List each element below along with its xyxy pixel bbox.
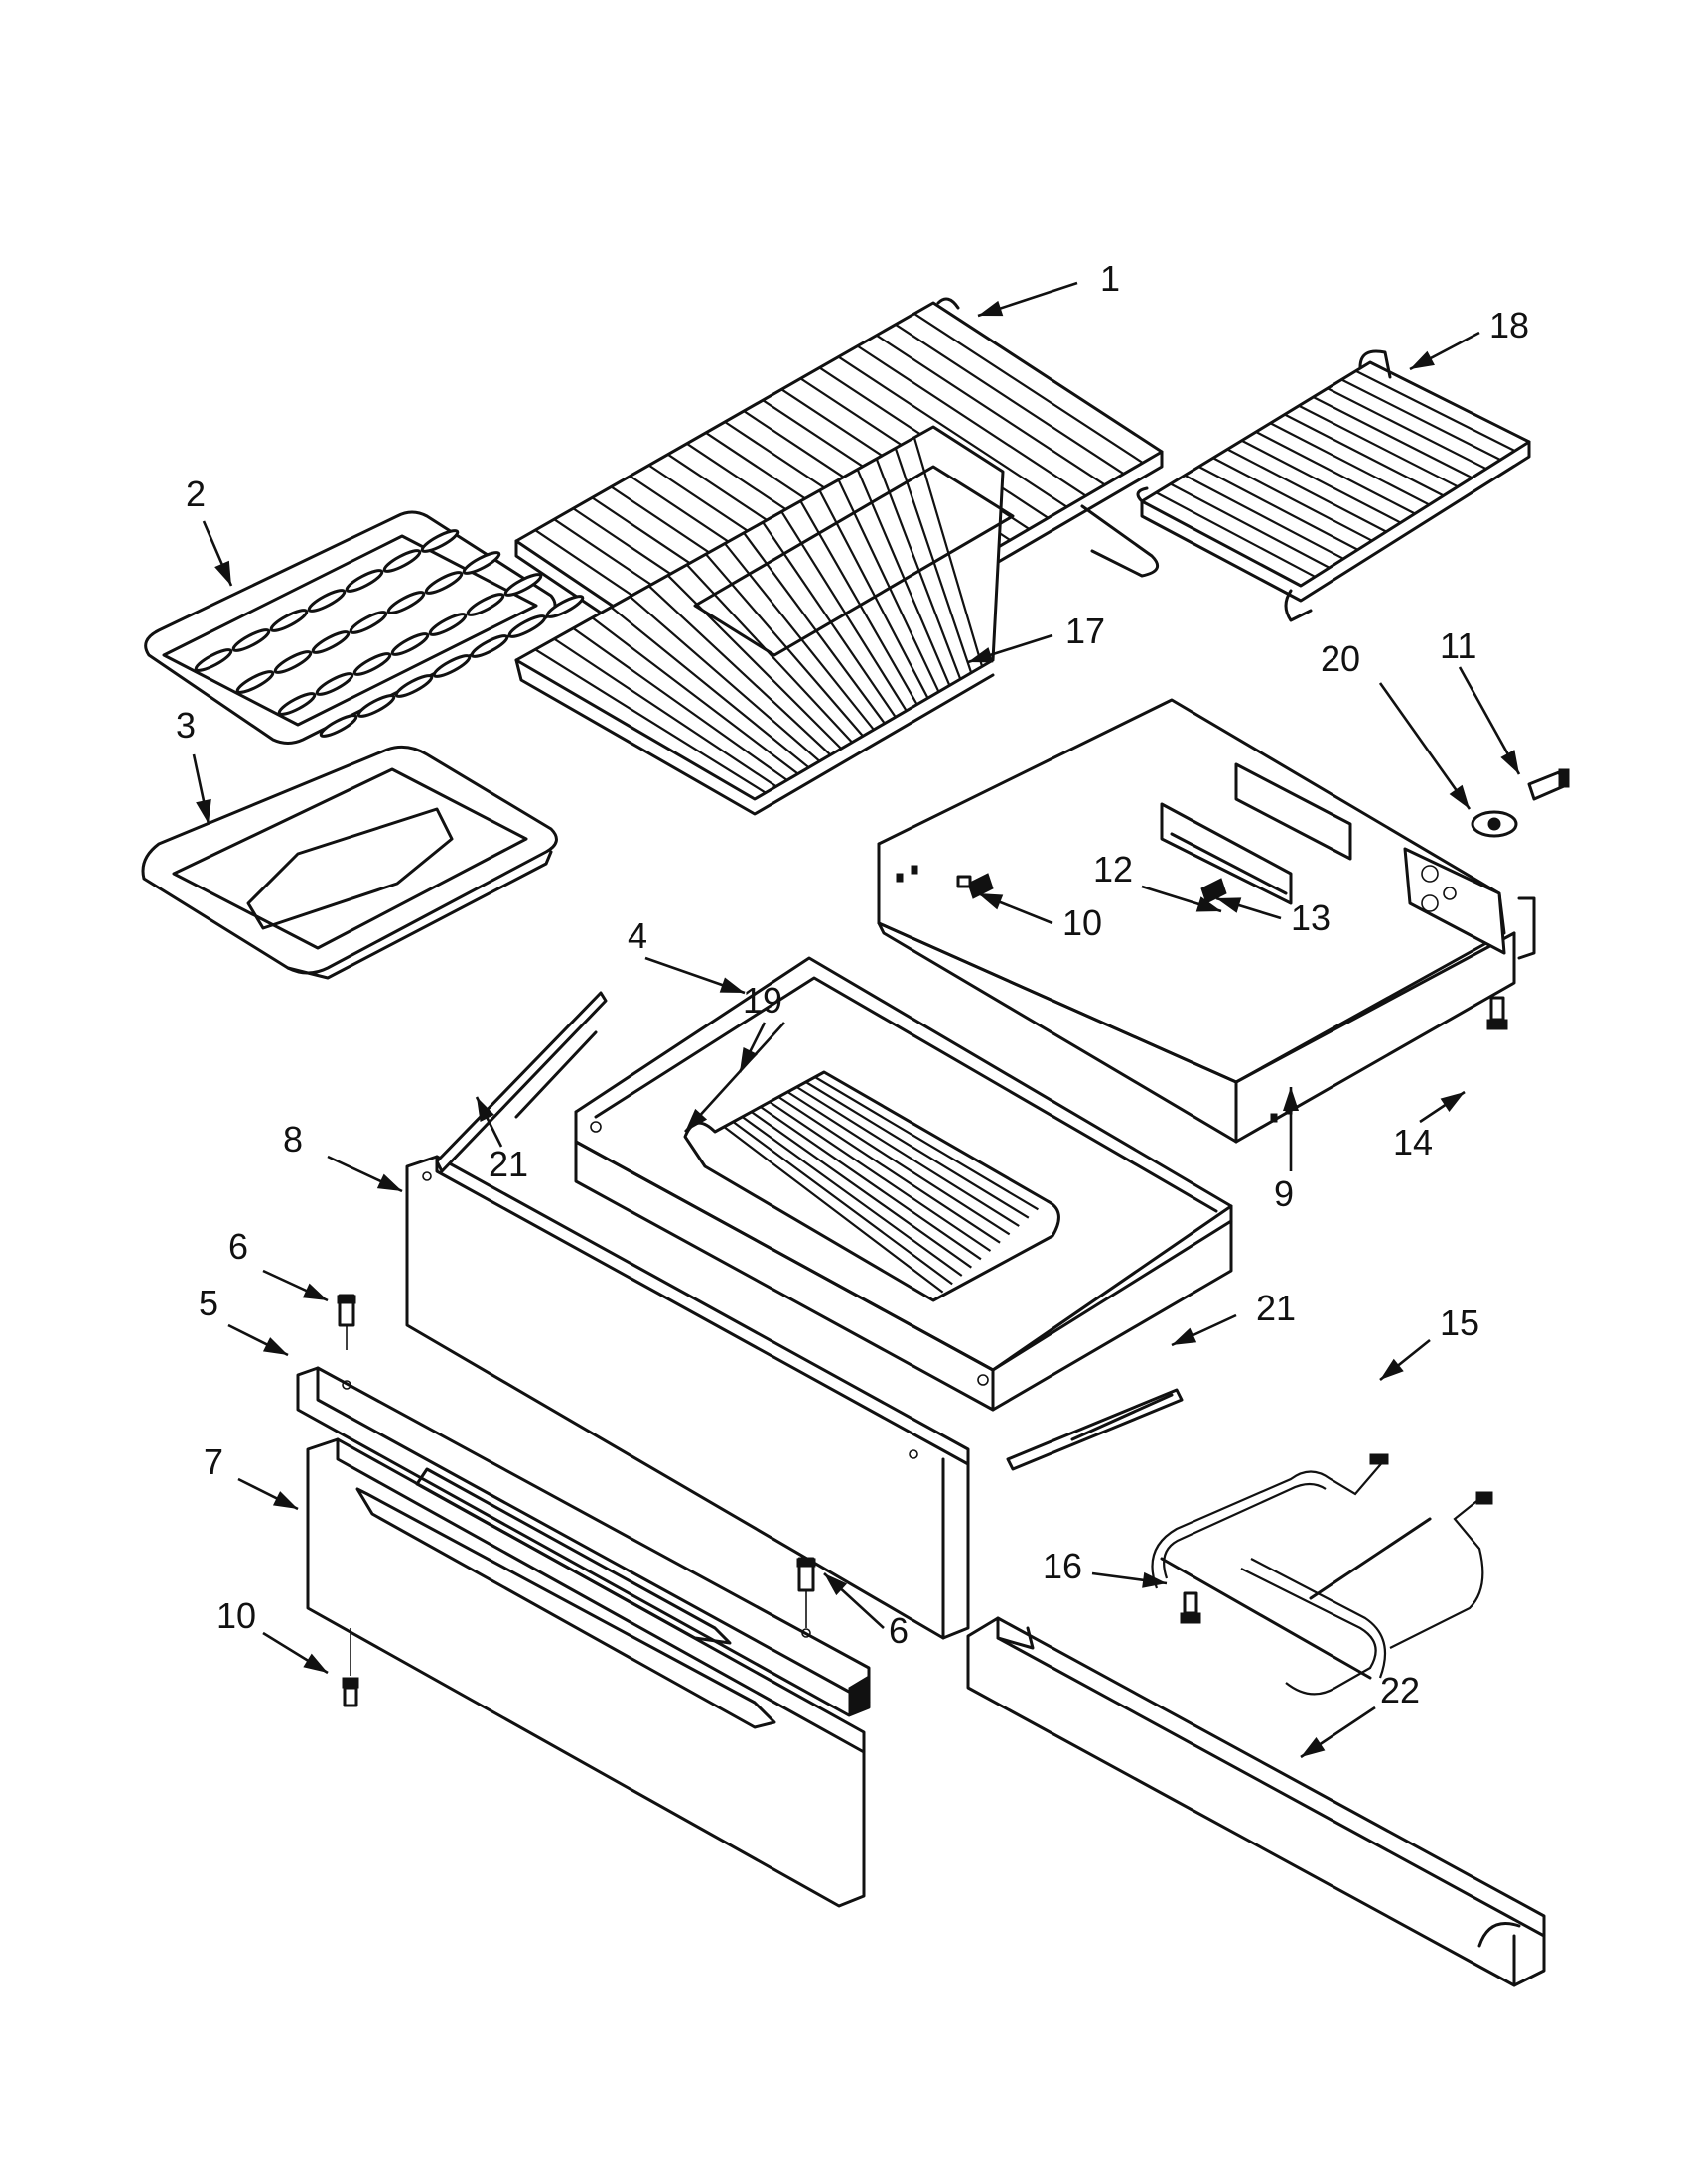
part-16-screw [1180, 1591, 1201, 1624]
part-6-screw-top [337, 1294, 356, 1390]
part-12-baffle [1170, 832, 1288, 895]
part-9-drawer-housing [877, 698, 1536, 1144]
callout-5: 5 [199, 1283, 218, 1323]
part-17-oven-rack [514, 425, 1015, 816]
callout-8: 8 [283, 1119, 303, 1160]
part-7-outer-drawer-panel [306, 1437, 866, 1908]
part-10-screw-upper [956, 873, 994, 899]
callout-2: 2 [186, 474, 206, 514]
part-21-slide-lower [1006, 1388, 1184, 1471]
callout-22: 22 [1380, 1670, 1420, 1710]
callout-21-upper: 21 [489, 1144, 528, 1184]
callout-16: 16 [1043, 1546, 1082, 1586]
callout-12: 12 [1093, 849, 1133, 889]
callout-10-lower: 10 [216, 1595, 256, 1636]
part-11-screw [1527, 768, 1570, 801]
callout-21-lower: 21 [1256, 1288, 1296, 1328]
callout-3: 3 [176, 705, 196, 746]
part-10-screw-lower [342, 1628, 359, 1707]
callout-17: 17 [1065, 611, 1105, 651]
callout-4: 4 [628, 915, 647, 956]
part-3-broiler-pan [141, 745, 558, 980]
callout-13: 13 [1291, 897, 1331, 938]
callout-18: 18 [1489, 305, 1529, 345]
part-14-screw [1486, 996, 1508, 1030]
part-5-handle-rail [296, 1366, 871, 1717]
callout-labels: 1 18 2 17 3 20 11 12 4 10 13 19 8 21 14 … [176, 258, 1529, 1710]
part-21-slide-upper [435, 991, 608, 1173]
leader-arrows [192, 281, 1521, 1759]
callout-9: 9 [1274, 1173, 1294, 1214]
part-22-toe-kick [966, 1616, 1546, 1987]
part-13-screw [1200, 878, 1227, 904]
callout-6-lower: 6 [889, 1610, 909, 1651]
callout-6-upper: 6 [228, 1226, 248, 1267]
part-18-half-rack [1136, 349, 1531, 622]
callout-7: 7 [204, 1441, 223, 1482]
part-2-broiler-grid [144, 510, 585, 745]
callout-10-upper: 10 [1062, 902, 1102, 943]
callout-20: 20 [1321, 638, 1360, 679]
part-4-drawer [574, 956, 1233, 1412]
part-20-thermostat [1471, 810, 1518, 838]
callout-15: 15 [1440, 1302, 1479, 1343]
part-6-screw-right [796, 1557, 816, 1638]
callout-11: 11 [1440, 625, 1476, 666]
callout-1: 1 [1100, 258, 1120, 299]
callout-19: 19 [743, 980, 782, 1021]
part-15-heating-element [1151, 1453, 1493, 1696]
callout-14: 14 [1393, 1122, 1433, 1162]
